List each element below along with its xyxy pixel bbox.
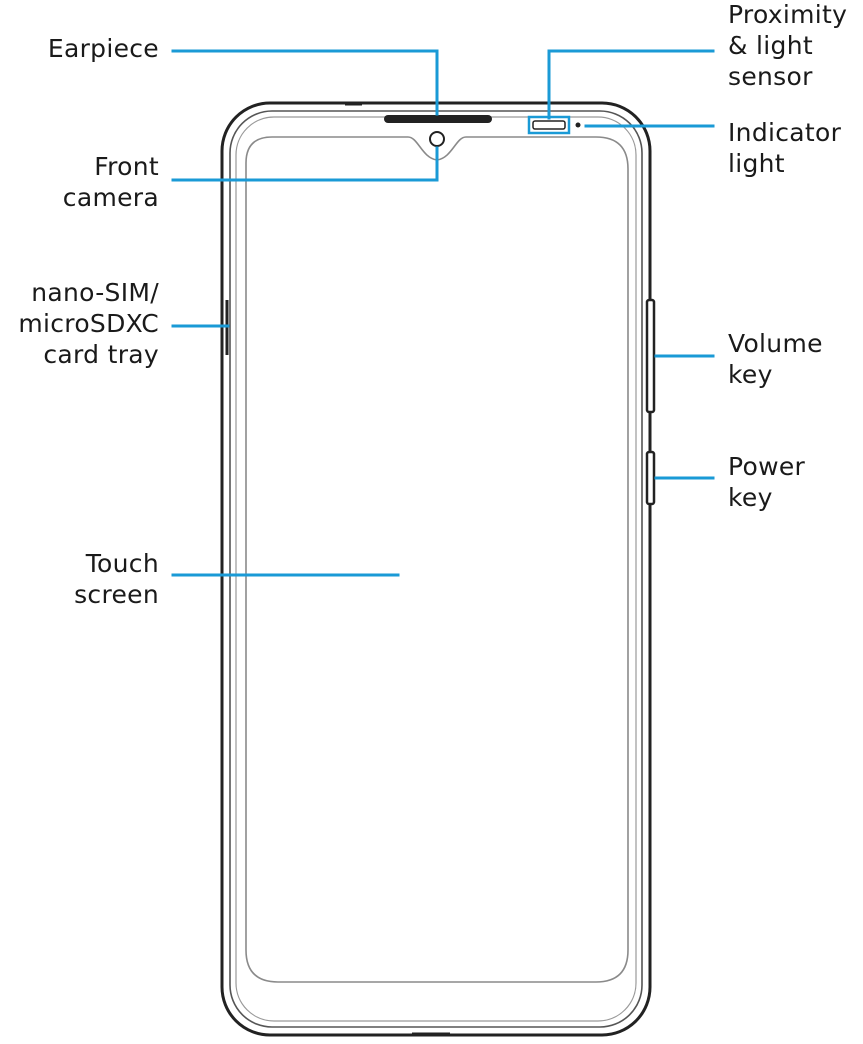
label-power-key: Power key: [728, 451, 805, 513]
label-proximity-sensor: Proximity & light sensor: [728, 0, 847, 92]
power-key: [645, 450, 656, 506]
phone-outer-frame: [220, 101, 652, 1037]
phone-bezel: [235, 116, 637, 1022]
label-touch-screen-line-2: screen: [74, 580, 159, 609]
label-volume-key: Volume key: [728, 328, 823, 390]
label-sim-tray-line-2: microSDXC: [18, 309, 159, 338]
label-sim-tray: nano-SIM/ microSDXC card tray: [18, 277, 159, 370]
label-power-line-2: key: [728, 483, 773, 512]
leader-front-camera: [171, 146, 439, 182]
label-indicator-line-1: Indicator: [728, 118, 842, 147]
label-proximity-line-1: Proximity: [728, 0, 848, 29]
label-volume-line-1: Volume: [728, 329, 823, 358]
label-volume-line-2: key: [728, 360, 773, 389]
leader-proximity-box: [527, 115, 571, 135]
touch-screen-outline: [245, 136, 629, 983]
label-front-camera: Front camera: [63, 151, 159, 213]
label-front-camera-line-2: camera: [62, 183, 159, 212]
label-indicator-line-2: light: [728, 149, 785, 178]
label-sim-tray-line-1: nano-SIM/: [31, 278, 159, 307]
phone-frame-inner-edge: [229, 110, 643, 1028]
indicator-light: [575, 122, 581, 128]
label-earpiece: Earpiece: [48, 33, 159, 64]
volume-key: [645, 298, 656, 414]
leader-earpiece: [171, 49, 439, 116]
label-power-line-1: Power: [728, 452, 806, 481]
proximity-sensor: [532, 120, 566, 130]
label-sim-tray-line-3: card tray: [43, 340, 159, 369]
front-camera: [429, 131, 445, 147]
label-earpiece-line-1: Earpiece: [47, 34, 159, 63]
label-front-camera-line-1: Front: [94, 152, 159, 181]
earpiece-slot: [384, 115, 492, 123]
label-indicator-light: Indicator light: [728, 117, 841, 179]
label-touch-screen: Touch screen: [74, 548, 159, 610]
leader-proximity-sensor: [547, 49, 715, 120]
label-proximity-line-2: & light: [728, 31, 813, 60]
label-proximity-line-3: sensor: [728, 62, 813, 91]
label-touch-screen-line-1: Touch: [85, 549, 159, 578]
